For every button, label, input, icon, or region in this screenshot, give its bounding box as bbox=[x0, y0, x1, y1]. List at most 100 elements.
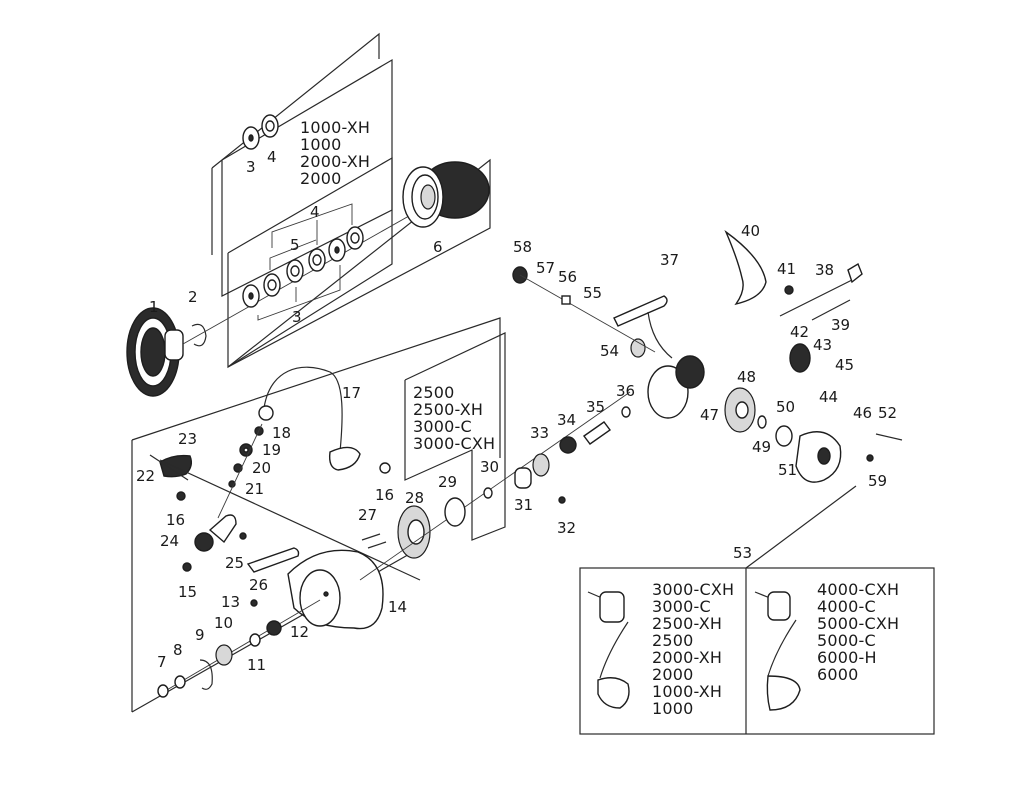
part-number: 44 bbox=[819, 388, 838, 406]
part-38-shaft bbox=[779, 262, 863, 317]
part-number: 5 bbox=[290, 236, 300, 254]
part-number: 40 bbox=[741, 222, 760, 240]
model-list-handle-left: 3000-CXH 3000-C 2500-XH 2500 2000-XH 200… bbox=[652, 580, 734, 718]
part-number: 37 bbox=[660, 251, 679, 269]
part-40-handle-cover bbox=[724, 229, 767, 306]
part-56-bushing bbox=[561, 295, 571, 305]
handle-left bbox=[587, 591, 630, 709]
part-number: 8 bbox=[173, 641, 183, 659]
part-number: 4 bbox=[267, 148, 277, 166]
part-2-clip bbox=[191, 323, 207, 347]
part-number: 10 bbox=[214, 614, 233, 632]
washer-brackets bbox=[257, 203, 353, 321]
handle-right bbox=[754, 591, 801, 711]
part-number: 38 bbox=[815, 261, 834, 279]
part-number: 48 bbox=[737, 368, 756, 386]
part-number: 56 bbox=[558, 268, 577, 286]
model-label: 2000-XH bbox=[652, 648, 722, 667]
part-52-screws bbox=[875, 433, 903, 441]
model-label: 6000 bbox=[817, 665, 859, 684]
part-number: 52 bbox=[878, 404, 897, 422]
part-number: 47 bbox=[700, 406, 719, 424]
part-16-screw-right bbox=[379, 462, 391, 474]
model-label: 4000-C bbox=[817, 597, 876, 616]
part-number: 4 bbox=[310, 203, 320, 221]
part-number: 50 bbox=[776, 398, 795, 416]
model-label: 1000-XH bbox=[652, 682, 722, 701]
part-26-trip-lever bbox=[246, 547, 300, 573]
model-label: 2000 bbox=[652, 665, 694, 684]
part-number: 29 bbox=[438, 473, 457, 491]
part-number: 53 bbox=[733, 544, 752, 562]
part-number: 14 bbox=[388, 598, 407, 616]
model-label: 6000-H bbox=[817, 648, 877, 667]
model-label: 2000-XH bbox=[300, 152, 370, 171]
part-15-screw bbox=[182, 562, 192, 572]
part-number: 23 bbox=[178, 430, 197, 448]
washer-stack bbox=[242, 226, 364, 308]
model-label: 2500-XH bbox=[413, 400, 483, 419]
model-label: 3000-C bbox=[413, 417, 472, 436]
part-number: 35 bbox=[586, 398, 605, 416]
model-list-rotor-nut: 2500 2500-XH 3000-C 3000-CXH bbox=[413, 383, 495, 453]
part-number: 16 bbox=[375, 486, 394, 504]
model-label: 4000-CXH bbox=[817, 580, 899, 599]
model-label: 3000-CXH bbox=[413, 434, 495, 453]
part-51-gearbox-cover bbox=[795, 431, 842, 483]
model-label: 2000 bbox=[300, 169, 342, 188]
part-number: 27 bbox=[358, 506, 377, 524]
part-number: 46 bbox=[853, 404, 872, 422]
part-number: 33 bbox=[530, 424, 549, 442]
part-number: 49 bbox=[752, 438, 771, 456]
part-54-bearing bbox=[630, 338, 646, 358]
frame-spool-lower bbox=[227, 156, 393, 369]
part-number: 13 bbox=[221, 593, 240, 611]
main-shaft-parts bbox=[444, 406, 631, 527]
part-number: 3 bbox=[292, 308, 302, 326]
part-4-washer-upper bbox=[261, 114, 279, 138]
part-number: 3 bbox=[246, 158, 256, 176]
model-label: 5000-CXH bbox=[817, 614, 899, 633]
part-41-nut bbox=[784, 285, 794, 295]
part-number: 55 bbox=[583, 284, 602, 302]
axis-top bbox=[519, 274, 656, 353]
part-1-drag-knob bbox=[126, 307, 184, 397]
part-42-gear bbox=[789, 343, 811, 373]
part-number: 25 bbox=[225, 554, 244, 572]
part-48-drive-gear bbox=[724, 387, 756, 433]
frame-spool-big bbox=[227, 158, 491, 368]
part-23-line-roller-cover bbox=[149, 454, 421, 581]
model-list-handle-right: 4000-CXH 4000-C 5000-CXH 5000-C 6000-H 6… bbox=[817, 580, 899, 684]
model-list-upper: 1000-XH 1000 2000-XH 2000 bbox=[300, 118, 370, 188]
part-25-screw bbox=[239, 532, 247, 540]
part-number: 1 bbox=[149, 298, 159, 316]
part-number: 9 bbox=[195, 626, 205, 644]
part-6-spool bbox=[402, 161, 490, 228]
part-number: 11 bbox=[247, 656, 266, 674]
rotor-small-parts bbox=[157, 599, 321, 698]
part-17-bail-wire bbox=[258, 366, 361, 471]
part-number: 19 bbox=[262, 441, 281, 459]
part-number: 32 bbox=[557, 519, 576, 537]
part-number: 43 bbox=[813, 336, 832, 354]
model-label: 3000-C bbox=[652, 597, 711, 616]
axis-rotor bbox=[359, 391, 631, 581]
part-27-screws bbox=[361, 533, 387, 549]
part-number-labels: 1 2 3 4 4 5 3 6 7 8 9 10 11 12 13 14 15 … bbox=[136, 148, 897, 674]
part-number: 30 bbox=[480, 458, 499, 476]
model-label: 5000-C bbox=[817, 631, 876, 650]
part-number: 31 bbox=[514, 496, 533, 514]
part-number: 21 bbox=[245, 480, 264, 498]
part-number: 42 bbox=[790, 323, 809, 341]
frame-spool-outer bbox=[211, 32, 380, 255]
part-number: 36 bbox=[616, 382, 635, 400]
frame-rotor-nut bbox=[404, 332, 506, 541]
part-number: 28 bbox=[405, 489, 424, 507]
part-59-screw bbox=[866, 454, 874, 462]
part-50-bearing bbox=[775, 425, 793, 447]
part-number: 20 bbox=[252, 459, 271, 477]
bail-small-parts bbox=[217, 423, 264, 519]
part-number: 6 bbox=[433, 238, 443, 256]
